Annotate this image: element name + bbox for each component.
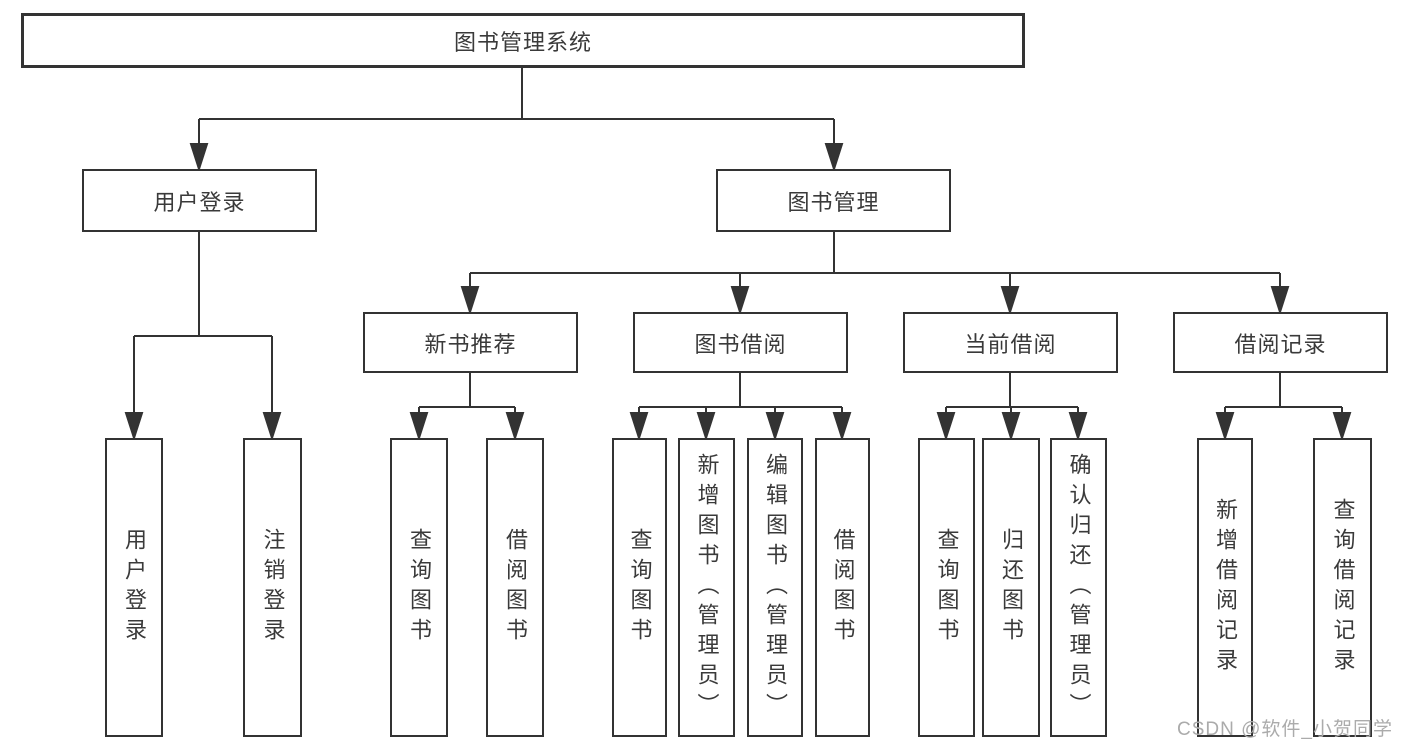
node-new-book-recommend-label: 新书推荐 — [424, 331, 517, 357]
leaf-nb-borrow-books-label: 借阅图书 — [503, 527, 528, 648]
connector-current-borrowing-to-leaves — [936, 373, 1088, 442]
leaf-br-add-borrow-record: 新增借阅记录 — [1197, 438, 1253, 737]
node-borrow-records-label: 借阅记录 — [1234, 331, 1327, 357]
connector-root-to-level1 — [189, 67, 844, 173]
leaf-br-query-borrow-record-label: 查询借阅记录 — [1330, 497, 1356, 678]
node-book-borrowing: 图书借阅 — [633, 312, 848, 373]
leaf-cb-confirm-return-admin-label: 确认归还（管理员） — [1066, 452, 1092, 723]
node-book-management: 图书管理 — [716, 169, 951, 232]
leaf-cb-query-books-label: 查询图书 — [934, 527, 960, 648]
node-user-login: 用户登录 — [82, 169, 317, 232]
leaf-user-login-label: 用户登录 — [122, 527, 147, 648]
leaf-bb-query-books: 查询图书 — [612, 438, 667, 737]
leaf-bb-borrow-books-label: 借阅图书 — [830, 527, 856, 648]
node-current-borrowing-label: 当前借阅 — [964, 331, 1057, 357]
node-user-login-label: 用户登录 — [153, 189, 246, 215]
leaf-bb-edit-books-admin-label: 编辑图书（管理员） — [763, 452, 788, 723]
leaf-br-query-borrow-record: 查询借阅记录 — [1313, 438, 1372, 737]
leaf-cb-confirm-return-admin: 确认归还（管理员） — [1050, 438, 1107, 737]
connector-user-login-to-leaves — [124, 232, 282, 442]
leaf-nb-borrow-books: 借阅图书 — [486, 438, 544, 737]
node-current-borrowing: 当前借阅 — [903, 312, 1118, 373]
leaf-cb-query-books: 查询图书 — [918, 438, 975, 737]
node-book-borrowing-label: 图书借阅 — [694, 331, 787, 357]
node-root: 图书管理系统 — [21, 13, 1025, 68]
connector-borrow-records-to-leaves — [1215, 373, 1352, 442]
connector-book-borrowing-to-leaves — [629, 373, 852, 442]
leaf-user-login: 用户登录 — [105, 438, 163, 737]
leaf-bb-edit-books-admin: 编辑图书（管理员） — [747, 438, 803, 737]
leaf-logout: 注销登录 — [243, 438, 302, 737]
leaf-br-add-borrow-record-label: 新增借阅记录 — [1213, 497, 1238, 678]
node-borrow-records: 借阅记录 — [1173, 312, 1388, 373]
leaf-bb-add-books-admin: 新增图书（管理员） — [678, 438, 735, 737]
connector-new-book-recommend-to-leaves — [409, 373, 525, 442]
connector-book-management-to-level2 — [460, 232, 1290, 316]
leaf-bb-add-books-admin-label: 新增图书（管理员） — [694, 452, 720, 723]
leaf-logout-label: 注销登录 — [260, 527, 286, 648]
leaf-bb-query-books-label: 查询图书 — [627, 527, 653, 648]
leaf-cb-return-books: 归还图书 — [982, 438, 1040, 737]
leaf-nb-query-books: 查询图书 — [390, 438, 448, 737]
node-new-book-recommend: 新书推荐 — [363, 312, 578, 373]
leaf-cb-return-books-label: 归还图书 — [999, 527, 1024, 648]
node-book-management-label: 图书管理 — [787, 189, 880, 215]
node-root-label: 图书管理系统 — [453, 29, 592, 55]
leaf-bb-borrow-books: 借阅图书 — [815, 438, 870, 737]
leaf-nb-query-books-label: 查询图书 — [407, 527, 432, 648]
watermark: CSDN @软件_小贺同学 — [1177, 719, 1393, 740]
